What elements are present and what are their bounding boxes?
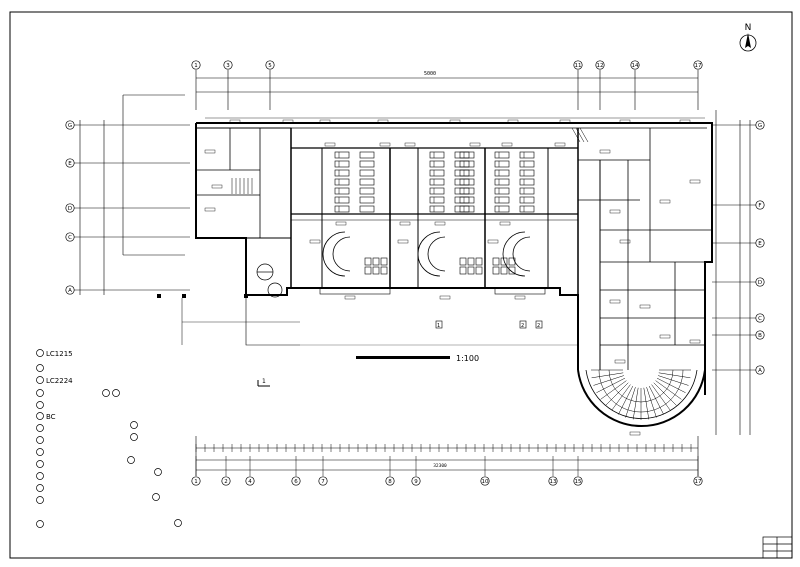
axis-bubble: B [755,330,765,340]
axis-bubble: 7 [318,476,328,486]
axis-label: A [68,288,72,294]
axis-label: 11 [575,63,582,69]
right-axis-bubbles: G F E D C B A [712,120,765,375]
axis-bubble: 5 [265,60,275,70]
legend: LC1215 LC2224 BC [36,349,182,528]
north-label: N [745,23,752,33]
bottom-overall-dimension: 32300 [433,463,447,469]
top-axis-bubbles: 1 3 5 11 12 14 17 [191,60,703,70]
axis-label: 1 [194,63,198,69]
classroom-tables [364,257,516,275]
axis-label: 8 [388,479,392,485]
classroom-seating-arcs [322,231,531,277]
scale-label: 1:100 [456,354,479,363]
stair-top-right [571,127,589,143]
axis-label: 17 [695,479,702,485]
axis-bubble: 4 [245,476,255,486]
north-arrow-icon: N [739,23,757,52]
axis-bubble: 3 [223,60,233,70]
axis-bubble: G [65,120,75,130]
section-label: 2 [521,323,524,329]
section-marker-1: 1 [257,378,270,387]
axis-bubble: A [65,285,75,295]
title-block [762,536,793,559]
axis-label: C [758,316,762,322]
axis-label: F [758,203,761,209]
axis-label: 9 [414,479,418,485]
entrance-revolving [256,263,283,298]
axis-bubble: D [755,277,765,287]
axis-bubble: C [755,313,765,323]
axis-bubble: 10 [480,476,490,486]
overall-dimension: 5000 [424,71,436,77]
axis-label: 4 [248,479,252,485]
axis-label: 5 [268,63,272,69]
axis-label: G [68,123,72,129]
axis-bubble: 8 [385,476,395,486]
axis-label: G [758,123,762,129]
axis-label: E [758,241,762,247]
axis-bubble: F [755,200,765,210]
axis-label: D [758,280,762,286]
section-marker-2: 1 2 2 [435,320,543,329]
axis-bubble: 15 [573,476,583,486]
axis-label: 2 [224,479,228,485]
axis-bubble: 2 [221,476,231,486]
axis-bubble: 11 [573,60,583,70]
bottom-dimension-chain [195,436,699,476]
axis-label: 14 [632,63,639,69]
axis-bubble: A [755,365,765,375]
axis-label: D [68,206,72,212]
sheet-border [9,11,793,559]
axis-bubble: C [65,232,75,242]
legend-label: BC [46,413,56,421]
bottom-dimension-ticks [195,444,699,476]
axis-label: 3 [226,63,230,69]
axis-label: 17 [695,63,702,69]
axis-bubble: 13 [548,476,558,486]
axis-label: 10 [482,479,489,485]
legend-label: LC1215 [46,350,73,358]
axis-label: A [758,368,762,374]
axis-label: 15 [575,479,582,485]
left-axis-bubbles: G E D C A [65,120,190,295]
axis-label: 12 [597,63,604,69]
axis-bubble: 17 [693,476,703,486]
left-dimension-chain [79,94,185,295]
axis-label: 7 [321,479,325,485]
axis-bubble: 1 [191,60,201,70]
right-dimension-chain [715,110,751,435]
axis-label: C [68,235,72,241]
axis-bubble: E [755,238,765,248]
section-label: 1 [437,323,440,329]
axis-label: 1 [194,479,198,485]
stair-left [231,178,253,194]
section-label: 2 [537,323,540,329]
axis-bubble: 14 [630,60,640,70]
bed-furniture-group [334,151,535,213]
auditorium-radial-seating [591,369,691,420]
axis-bubble: 1 [191,476,201,486]
axis-label: B [758,333,762,339]
axis-bubble: E [65,158,75,168]
axis-label: 6 [294,479,298,485]
axis-bubble: 9 [411,476,421,486]
axis-bubble: 17 [693,60,703,70]
bottom-axis-bubbles: 1 2 4 6 7 8 9 10 13 15 17 [191,476,703,486]
axis-bubble: D [65,203,75,213]
section-label: 1 [262,378,266,385]
axis-label: 13 [550,479,557,485]
building-walls [181,117,713,428]
axis-bubble: 6 [291,476,301,486]
top-dimension-chain [195,70,699,110]
legend-label: LC2224 [46,377,73,385]
axis-bubble: G [755,120,765,130]
room-tag-marks [204,119,701,436]
column-markers [157,294,248,298]
axis-label: E [68,161,72,167]
axis-bubble: 12 [595,60,605,70]
scale-bar: 1:100 [356,354,479,363]
